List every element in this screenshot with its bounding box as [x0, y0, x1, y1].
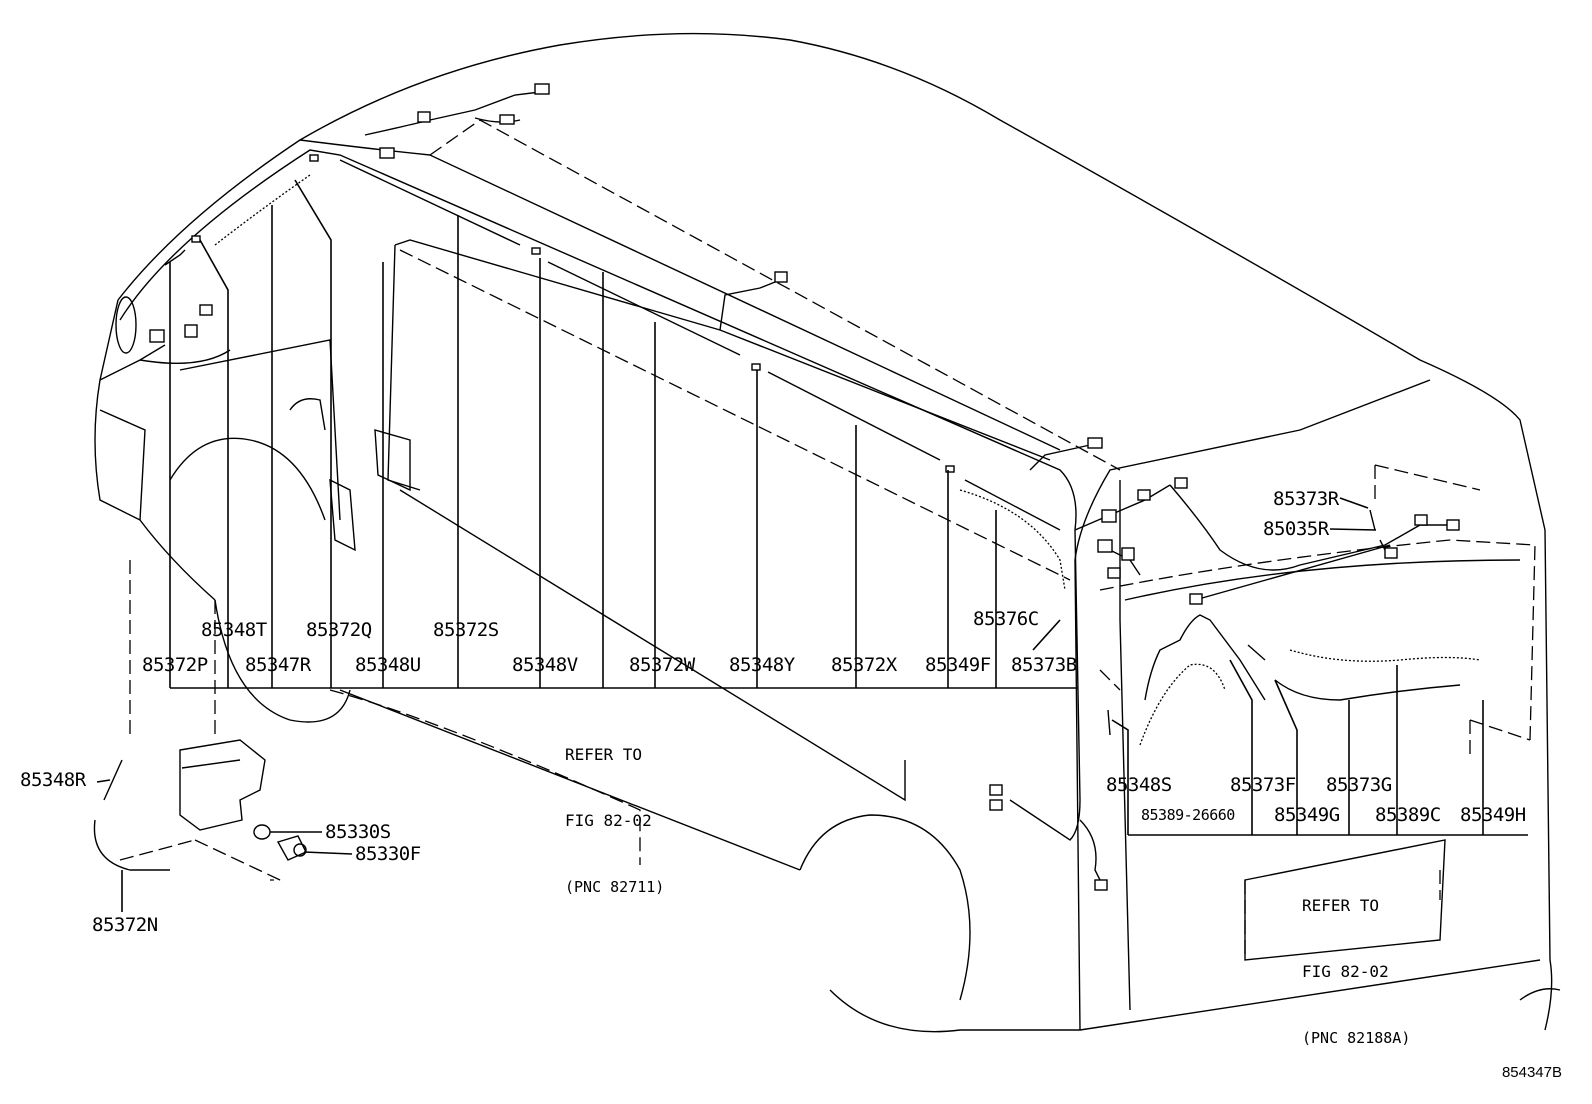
- part-label-85372X: 85372X: [831, 654, 897, 676]
- part-label-85348R: 85348R: [20, 769, 86, 791]
- part-label-85376C: 85376C: [973, 608, 1039, 630]
- part-label-85373R: 85373R: [1273, 488, 1339, 510]
- part-label-85348V: 85348V: [512, 654, 578, 676]
- part-label-85330S: 85330S: [325, 821, 391, 843]
- part-label-85348S: 85348S: [1106, 774, 1172, 796]
- part-label-85035R: 85035R: [1263, 518, 1329, 540]
- reference-line-3: (PNC 82711): [565, 878, 665, 896]
- part-label-85372N: 85372N: [92, 914, 158, 936]
- part-label-85389C: 85389C: [1375, 804, 1441, 826]
- part-label-85373B: 85373B: [1011, 654, 1077, 676]
- part-label-85349H: 85349H: [1460, 804, 1526, 826]
- reference-line-2: FIG 82-02: [1302, 962, 1389, 981]
- van-body-outline: [94, 32, 1561, 1033]
- part-label-85348T: 85348T: [201, 619, 267, 641]
- reference-line-2: FIG 82-02: [565, 811, 652, 830]
- figure-id: 854347B: [1501, 1064, 1562, 1081]
- reference-line-3: (PNC 82188A): [1302, 1029, 1411, 1047]
- part-label-85372W: 85372W: [629, 654, 695, 676]
- reference-line-1: REFER TO: [1302, 896, 1380, 915]
- part-label-85372P: 85372P: [142, 654, 208, 676]
- left-hose: [93, 759, 170, 871]
- part-label-85373F: 85373F: [1230, 774, 1296, 796]
- part-label-85347R: 85347R: [245, 654, 311, 676]
- washer-hoses: [164, 159, 1481, 746]
- roof-harness: [119, 91, 1450, 891]
- part-label-85372Q: 85372Q: [306, 619, 372, 641]
- reference-note-rear: REFER TO FIG 82-02 (PNC 82188A): [1302, 851, 1410, 1093]
- part-label-85372S: 85372S: [433, 619, 499, 641]
- part-label-85349G: 85349G: [1274, 804, 1340, 826]
- leader-lines: [96, 179, 1528, 912]
- connectors: [115, 83, 1460, 891]
- part-label-85389-26660: 85389-26660: [1141, 806, 1235, 824]
- part-label-85373G: 85373G: [1326, 774, 1392, 796]
- part-label-85348Y: 85348Y: [729, 654, 795, 676]
- part-label-85349F: 85349F: [925, 654, 991, 676]
- part-label-85348U: 85348U: [355, 654, 421, 676]
- reference-line-1: REFER TO: [565, 745, 643, 764]
- reference-note-front: REFER TO FIG 82-02 (PNC 82711): [565, 700, 664, 942]
- part-label-85330F: 85330F: [355, 843, 421, 865]
